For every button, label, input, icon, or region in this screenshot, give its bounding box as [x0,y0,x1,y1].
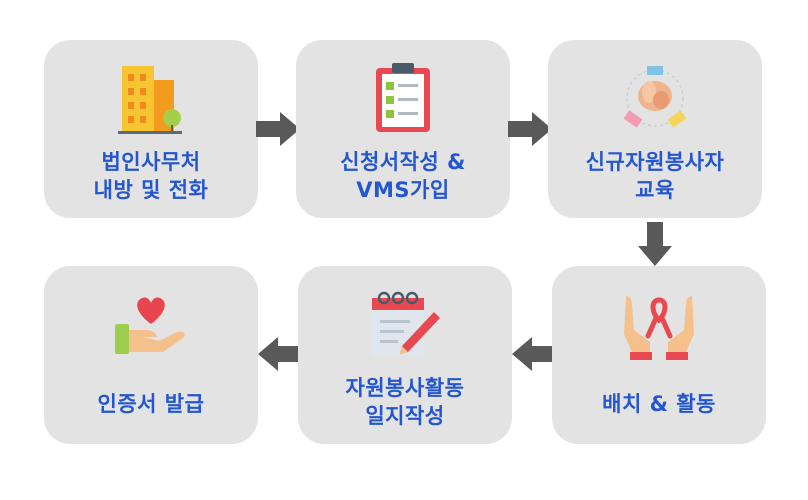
clipboard-checklist-icon [376,63,430,132]
step-card-2: 신청서작성 & VMS가입 [296,40,510,218]
arrow-right-icon [256,112,300,146]
step-3-label-line2: 교육 [635,178,675,202]
step-1-label-line1: 법인사무처 [101,150,201,174]
arrow-down-icon [638,222,672,266]
arrow-right-icon [508,112,552,146]
step-4-label-line1: 배치 & 활동 [602,392,716,416]
step-card-5: 자원봉사활동 일지작성 [298,266,512,444]
step-1-label-line2: 내방 및 전화 [93,178,209,202]
office-building-icon [118,66,182,134]
notepad-pencil-icon [372,291,440,356]
step-6-label-line1: 인증서 발급 [97,392,205,416]
arrow-left-icon [512,337,556,371]
step-card-3: 신규자원봉사자 교육 [548,40,762,218]
step-card-1: 법인사무처 내방 및 전화 [44,40,258,218]
heart-in-hand-icon [115,297,185,354]
step-5-label-line2: 일지작성 [365,404,445,428]
step-2-label-line2: VMS가입 [356,178,450,202]
step-card-4: 배치 & 활동 [552,266,766,444]
team-hands-icon [623,66,687,128]
step-card-6: 인증서 발급 [44,266,258,444]
hands-ribbon-icon [624,296,694,360]
step-2-label-line1: 신청서작성 & [340,150,466,174]
step-5-label-line1: 자원봉사활동 [345,376,465,400]
arrow-left-icon [258,337,302,371]
step-3-label-line1: 신규자원봉사자 [585,150,725,174]
